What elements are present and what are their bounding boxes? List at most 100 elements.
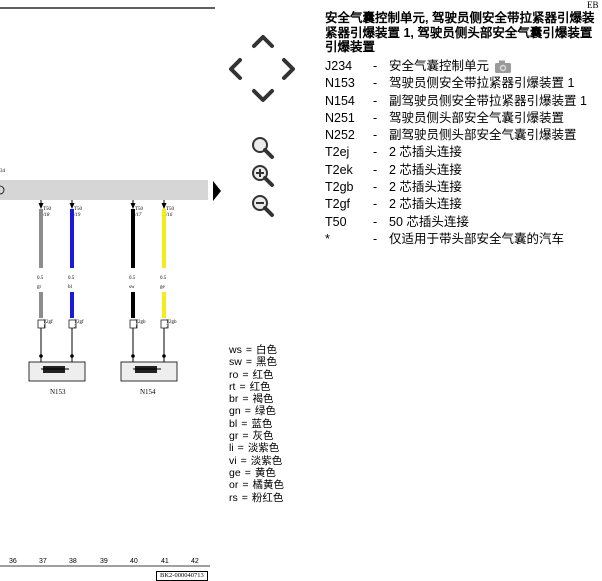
legend-dash: - (373, 128, 378, 143)
color-code-row: gr=灰色 (229, 430, 284, 442)
plug-name: T2gf (74, 320, 84, 325)
color-code: br (229, 393, 239, 406)
color-code-row: ws=白色 (229, 344, 284, 356)
legend-dash: - (373, 162, 378, 177)
legend-text: 仅适用于带头部安全气囊的汽车 (389, 231, 565, 246)
color-code-eq: = (245, 344, 252, 356)
legend-text: 安全气囊控制单元 (389, 59, 490, 73)
color-code-eq: = (242, 479, 249, 492)
plug-name: T2gb (166, 320, 177, 325)
corner-label: EB (587, 0, 599, 10)
color-name: 淡紫色 (247, 442, 280, 455)
legend-dash: - (373, 93, 378, 108)
legend-text: 驾驶员侧头部安全气囊引爆装置 (389, 110, 565, 125)
color-name: 绿色 (254, 405, 276, 418)
color-code: li (229, 442, 234, 455)
legend-row: J234-安全气囊控制单元 (325, 58, 587, 75)
color-code: rt (229, 380, 236, 393)
wire-color-code: bl (68, 285, 73, 290)
pin-arrow (69, 203, 75, 209)
legend-dash: - (373, 145, 378, 160)
color-name: 褐色 (252, 393, 274, 406)
pin-arrow (38, 203, 44, 209)
legend-code: T2gf (325, 197, 351, 212)
color-name: 白色 (255, 344, 277, 356)
legend-code: * (325, 231, 330, 246)
color-code-row: gn=绿色 (229, 405, 284, 417)
legend-row: *-仅适用于带头部安全气囊的汽车 (325, 231, 587, 248)
legend-row: T50 -50 芯插头连接 (325, 214, 587, 231)
legend-dash: - (373, 214, 378, 229)
legend-code: N153 (325, 76, 355, 91)
legend-code: N154 (325, 93, 355, 108)
color-code: ro (229, 368, 239, 381)
plug-pin: 1 (43, 325, 46, 330)
legend-code: N252 (325, 128, 355, 143)
color-code-eq: = (244, 466, 251, 479)
junction-dot (162, 354, 166, 358)
legend-text: 2 芯插头连接 (389, 145, 462, 160)
color-name: 淡紫色 (250, 454, 283, 467)
legend-code: T50 (325, 214, 347, 229)
legend-text: 50 芯插头连接 (389, 214, 469, 229)
color-code-eq: = (242, 430, 249, 443)
plug-name: T2gf (43, 320, 53, 325)
legend-title: 安全气囊控制单元, 驾驶员侧安全带拉紧器引爆装 紧器引爆装置 1, 驾驶员侧头部… (325, 11, 602, 55)
next-page-arrow[interactable] (212, 180, 222, 202)
legend-code: J234 (325, 59, 353, 73)
color-code-row: li=淡紫色 (229, 442, 284, 454)
legend-dash: - (373, 180, 378, 195)
wire-size: 0.5 (129, 276, 136, 281)
legend-code: T2ej (325, 145, 350, 160)
legend-dash: - (373, 110, 378, 125)
title-line-3: 引爆装置 (325, 40, 376, 54)
plug-pin: 1 (135, 325, 138, 330)
axis-number: 41 (161, 558, 169, 565)
color-code-row: bl=蓝色 (229, 418, 284, 430)
color-name: 粉红色 (251, 491, 284, 504)
color-code-row: rt=红色 (229, 381, 284, 393)
color-code-row: sw=黑色 (229, 356, 284, 368)
junction-dot (131, 354, 135, 358)
plug-name: T2gb (135, 320, 146, 325)
axis-number: 39 (100, 558, 108, 565)
pan-down-icon[interactable] (252, 89, 274, 102)
axis-number: 40 (130, 558, 138, 565)
pan-right-icon[interactable] (282, 58, 295, 80)
wire-color-code: ge (160, 285, 166, 290)
color-code-eq: = (239, 380, 246, 393)
pan-left-icon[interactable] (229, 58, 242, 80)
pan-controls (229, 35, 295, 102)
plug-pin: 2 (166, 325, 169, 330)
connector-pin: /16 (165, 213, 173, 218)
color-code-eq: = (245, 356, 252, 369)
legend-row: T2gf-2 芯插头连接 (325, 196, 587, 213)
wire-size: 0.5 (160, 276, 167, 281)
color-name: 红色 (252, 368, 274, 381)
legend-code: N251 (325, 110, 355, 125)
color-code: sw (229, 356, 242, 369)
pin-arrow (161, 203, 167, 209)
wires-group: T50/180.5grT2gf1T50/190.5blT2gf2T50/170.… (37, 200, 177, 362)
axis-number: 36 (9, 558, 17, 565)
color-code: ge (229, 466, 241, 479)
wire-size: 0.5 (37, 276, 44, 281)
camera-icon[interactable] (494, 60, 512, 73)
axis-number: 37 (39, 558, 47, 565)
color-code: gr (229, 430, 239, 443)
left-mark: 34 (0, 169, 6, 174)
wire-color-code: sw (129, 285, 135, 290)
color-code-eq: = (237, 442, 244, 455)
pan-up-icon[interactable] (252, 35, 274, 48)
zoom-icon[interactable] (250, 136, 276, 160)
color-code-row: ge=黄色 (229, 467, 284, 479)
color-code-eq: = (242, 393, 249, 406)
title-line-2: 紧器引爆装置 1, 驾驶员侧头部安全气囊引爆装置 (325, 25, 593, 40)
zoom-out-icon[interactable] (250, 194, 276, 218)
color-code-row: br=褐色 (229, 393, 284, 405)
zoom-in-icon[interactable] (250, 164, 276, 188)
color-code-eq: = (242, 368, 249, 381)
axis-number: 38 (69, 558, 77, 565)
legend-text: 2 芯插头连接 (389, 197, 462, 212)
